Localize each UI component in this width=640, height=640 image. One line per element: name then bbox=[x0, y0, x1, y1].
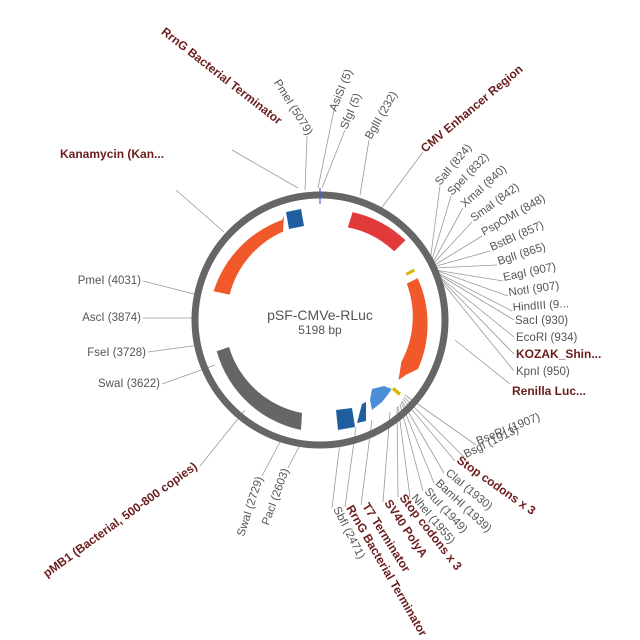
kanamycin-resistance-feature bbox=[213, 216, 284, 295]
leader-eagi bbox=[434, 269, 504, 282]
leader-fsei bbox=[147, 344, 201, 353]
leader-bamhi bbox=[400, 401, 435, 484]
t7-terminator-feature bbox=[357, 402, 366, 423]
label-bglii-232: BglII (232) bbox=[363, 89, 400, 141]
leader-pmb1 bbox=[199, 409, 246, 467]
leader-rrng-top bbox=[231, 149, 299, 189]
label-renilla-luc: Renilla Luc... bbox=[512, 384, 586, 398]
leader-sbfi bbox=[331, 441, 341, 509]
leader-bglii bbox=[359, 139, 370, 196]
leader-smai bbox=[431, 221, 473, 266]
leader-lines bbox=[142, 109, 515, 509]
leader-hindiii bbox=[435, 271, 513, 312]
label-pmb1: pMB1 (Bacterial, 500-800 copies) bbox=[40, 459, 199, 580]
pmb1-origin-feature bbox=[216, 347, 302, 430]
leader-stui bbox=[399, 403, 424, 492]
plasmid-size: 5198 bp bbox=[298, 323, 342, 337]
label-paci-2603: PacI (2603) bbox=[260, 467, 292, 527]
stop-codons-feature bbox=[391, 387, 401, 396]
leader-kozak bbox=[435, 273, 515, 355]
leader-noti bbox=[434, 269, 509, 297]
leader-xmai bbox=[431, 207, 464, 265]
leader-swai-2729 bbox=[261, 441, 281, 477]
label-ecori-934: EcoRI (934) bbox=[516, 332, 578, 344]
leader-sali bbox=[429, 185, 441, 263]
kozak-feature bbox=[405, 268, 415, 276]
rrng-terminator-feature-top bbox=[286, 209, 304, 229]
label-pmei-5079: PmeI (5079) bbox=[271, 78, 315, 138]
label-swai-3622: SwaI (3622) bbox=[98, 378, 160, 390]
leader-sfgi bbox=[321, 129, 346, 189]
label-rrng-terminator-top: RrnG Bacterial Terminator bbox=[159, 25, 285, 128]
leader-nhei bbox=[397, 405, 411, 498]
leader-pmei-5079 bbox=[304, 135, 308, 191]
leader-clai bbox=[401, 400, 445, 474]
cmv-enhancer-feature bbox=[347, 212, 406, 252]
leader-paci bbox=[287, 444, 301, 469]
leader-pmei-4031 bbox=[142, 280, 199, 296]
label-kpni-950: KpnI (950) bbox=[516, 366, 570, 378]
label-swai-2729: SwaI (2729) bbox=[235, 475, 266, 538]
label-pmei-4031: PmeI (4031) bbox=[78, 275, 141, 287]
leader-bstbi bbox=[432, 250, 491, 268]
label-hindiii: HindIII (9... bbox=[512, 298, 569, 314]
label-kozak: KOZAK_Shin... bbox=[516, 347, 601, 361]
label-asci-3874: AscI (3874) bbox=[82, 312, 141, 324]
leader-kanamycin bbox=[175, 189, 225, 233]
leader-cmv bbox=[379, 151, 424, 211]
leader-ecori bbox=[435, 273, 515, 338]
leader-saci bbox=[435, 272, 515, 321]
sv40-polya-feature bbox=[370, 386, 392, 410]
label-kanamycin: Kanamycin (Kan... bbox=[60, 147, 164, 161]
label-saci-930: SacI (930) bbox=[515, 315, 568, 327]
label-fsei-3728: FseI (3728) bbox=[87, 347, 146, 359]
rrng-terminator-feature-bottom bbox=[336, 408, 355, 430]
leader-pspomi bbox=[432, 235, 483, 267]
leader-kpni bbox=[436, 275, 515, 372]
renilla-luciferase-feature bbox=[398, 278, 428, 380]
label-cmv-enhancer: CMV Enhancer Region bbox=[418, 62, 526, 155]
label-noti-907: NotI (907) bbox=[508, 280, 560, 299]
leader-spei bbox=[430, 195, 452, 264]
leader-asisi bbox=[317, 109, 335, 189]
leader-renilla bbox=[454, 339, 511, 385]
leader-bgli bbox=[433, 264, 498, 269]
plasmid-name: pSF-CMVe-RLuc bbox=[267, 307, 373, 323]
